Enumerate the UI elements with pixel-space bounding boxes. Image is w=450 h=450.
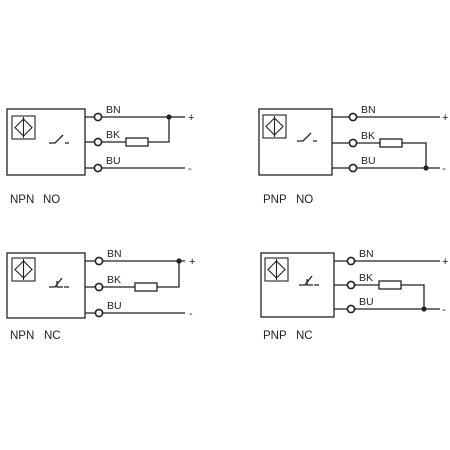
wire-load-return: [401, 284, 425, 309]
terminal-bk: [346, 280, 356, 290]
diagram-npn-no: BN BK BU + - NPN NO: [6, 104, 194, 206]
terminal-bk: [93, 137, 103, 147]
sign-plus: +: [442, 112, 448, 124]
wire-label-bn: BN: [359, 248, 374, 260]
sensor-body: [6, 252, 86, 319]
sign-plus: +: [189, 256, 195, 268]
caption-type: NPN: [10, 194, 34, 206]
diagram-pnp-nc: BN BK BU + - PNP NC: [260, 248, 448, 342]
wire-label-bu: BU: [106, 155, 121, 167]
wire-label-bu: BU: [361, 155, 376, 167]
caption-mode: NO: [296, 194, 313, 206]
sign-minus: -: [442, 163, 446, 175]
caption-mode: NC: [296, 330, 313, 342]
caption-mode: NO: [43, 194, 60, 206]
terminal-bn: [93, 112, 103, 122]
wire-load-return: [148, 117, 170, 143]
caption-type: NPN: [10, 330, 34, 342]
junction-dot: [176, 258, 182, 264]
wire-load-return: [157, 261, 180, 288]
switch-no-icon: [297, 132, 317, 142]
wire-label-bu: BU: [359, 296, 374, 308]
wire-label-bn: BN: [361, 104, 376, 116]
caption-mode: NC: [44, 330, 61, 342]
sign-minus: -: [442, 304, 446, 316]
sensor-body: [260, 252, 335, 318]
switch-nc-icon: [299, 275, 319, 286]
wire-label-bn: BN: [106, 104, 121, 116]
terminal-bu: [94, 308, 104, 318]
wire-label-bk: BK: [361, 130, 375, 142]
junction-dot: [421, 306, 427, 312]
terminal-bk: [94, 282, 104, 292]
load-resistor: [125, 137, 149, 147]
wire-label-bn: BN: [107, 248, 122, 260]
terminal-bu: [346, 304, 356, 314]
sensor-face-icon: [11, 257, 36, 282]
load-resistor: [379, 138, 403, 148]
sensor-body: [6, 108, 86, 176]
terminal-bu: [348, 163, 358, 173]
load-resistor: [134, 282, 158, 292]
switch-nc-icon: [49, 277, 69, 288]
switch-no-icon: [49, 134, 69, 144]
wire-label-bu: BU: [107, 300, 122, 312]
terminal-bu: [93, 163, 103, 173]
caption-type: PNP: [263, 330, 287, 342]
terminal-bn: [348, 112, 358, 122]
wire-load-return: [402, 142, 427, 168]
sensor-face-icon: [262, 114, 287, 139]
sensor-face-icon: [11, 115, 36, 140]
wire-label-bk: BK: [107, 274, 121, 286]
sensor-face-icon: [264, 257, 289, 282]
sign-minus: -: [188, 163, 192, 175]
sign-plus: +: [442, 256, 448, 268]
wire-label-bk: BK: [106, 129, 120, 141]
junction-dot: [166, 114, 172, 120]
sensor-body: [258, 108, 333, 176]
diagram-pnp-no: BN BK BU + - PNP NO: [258, 104, 448, 206]
sign-minus: -: [189, 308, 193, 320]
junction-dot: [423, 165, 429, 171]
terminal-bn: [94, 256, 104, 266]
load-resistor: [378, 280, 402, 290]
diagram-npn-nc: BN BK BU + - NPN NC: [6, 248, 195, 342]
caption-type: PNP: [263, 194, 287, 206]
wire-label-bk: BK: [359, 272, 373, 284]
sign-plus: +: [188, 112, 194, 124]
terminal-bk: [348, 138, 358, 148]
terminal-bn: [346, 256, 356, 266]
